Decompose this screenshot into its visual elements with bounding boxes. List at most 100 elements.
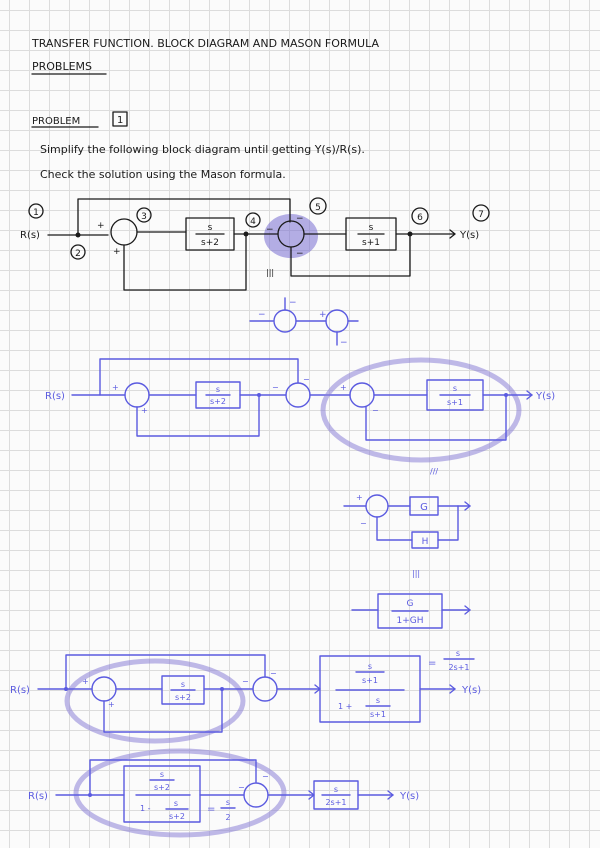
node-label-4: 4 bbox=[250, 217, 256, 227]
step4-reduced-numerator-den: s+2 bbox=[154, 783, 170, 792]
step2-summing-junction-2 bbox=[285, 382, 311, 408]
problem-number: 1 bbox=[117, 115, 123, 126]
step3-summing-junction-2 bbox=[252, 676, 278, 702]
sign-minus: − bbox=[296, 214, 304, 224]
step4-block2-numerator: s bbox=[334, 785, 338, 794]
svg-text:|||: ||| bbox=[412, 569, 420, 578]
svg-text:+: + bbox=[82, 677, 89, 686]
step4-output-label: Y(s) bbox=[399, 791, 419, 802]
summing-junction-1 bbox=[110, 218, 138, 246]
step4-reduced-numerator: s bbox=[160, 770, 164, 779]
svg-text:−: − bbox=[270, 669, 277, 678]
step3-input-label: R(s) bbox=[10, 685, 30, 696]
step4-result-numerator: s bbox=[226, 798, 230, 807]
generic-feedback-loop: G H + − ||| G 1+GH bbox=[343, 493, 471, 629]
block1-numerator: s bbox=[208, 223, 213, 233]
step4-equals: = bbox=[207, 804, 215, 815]
block-G-label: G bbox=[420, 502, 428, 513]
node-label-1: 1 bbox=[33, 208, 39, 218]
step3-block-s-over-s-plus-2 bbox=[161, 675, 205, 705]
step3-result-denominator: 2s+1 bbox=[448, 663, 469, 672]
step2-block1-numerator: s bbox=[216, 385, 220, 394]
block-H-label: H bbox=[422, 537, 429, 547]
step4-reduced-den-prefix: 1 - bbox=[140, 804, 151, 813]
svg-text:−: − bbox=[360, 519, 367, 528]
generic-result-numerator: G bbox=[407, 599, 414, 609]
svg-text:−: − bbox=[242, 677, 249, 686]
step3-block-diagram: R(s) s s+2 s s+1 1 + s s+1 Y(s) = s 2s+1… bbox=[10, 649, 481, 744]
block2-denominator: s+1 bbox=[362, 238, 380, 248]
svg-text:−: − bbox=[289, 298, 297, 308]
step3-reduced-numerator: s bbox=[368, 662, 372, 671]
node-label-2: 2 bbox=[75, 249, 81, 259]
svg-text:///: /// bbox=[430, 467, 438, 476]
sign-plus: + bbox=[113, 247, 121, 257]
svg-text:+: + bbox=[141, 406, 148, 415]
step4-reduced-den-den: s+2 bbox=[169, 812, 185, 821]
svg-text:−: − bbox=[340, 338, 348, 348]
step4-reduced-den-num: s bbox=[174, 799, 178, 808]
node-label-3: 3 bbox=[141, 212, 147, 222]
highlight-ring-inner-loop bbox=[320, 357, 522, 463]
block1-denominator: s+2 bbox=[201, 238, 219, 248]
feedback-wire-2 bbox=[290, 233, 411, 277]
feedback-wire-1 bbox=[123, 233, 247, 291]
node-label-circle bbox=[136, 207, 152, 223]
node-label-circle bbox=[309, 197, 327, 215]
step2-block2-numerator: s bbox=[453, 384, 457, 393]
svg-text:+: + bbox=[340, 383, 347, 392]
svg-text:−: − bbox=[258, 310, 266, 320]
generic-result-denominator: 1+GH bbox=[396, 616, 423, 626]
block2-numerator: s bbox=[369, 223, 374, 233]
problem-check: Check the solution using the Mason formu… bbox=[40, 168, 286, 181]
node-label-circle bbox=[28, 203, 44, 219]
step4-input-label: R(s) bbox=[28, 791, 48, 802]
highlight-node-5 bbox=[264, 214, 318, 258]
highlight-ring-step4 bbox=[73, 748, 287, 838]
step4-summing-junction bbox=[243, 782, 269, 808]
svg-text:+: + bbox=[356, 493, 363, 502]
node-label-circle bbox=[70, 244, 86, 260]
highlight-ring-first-loop bbox=[64, 658, 246, 744]
svg-text:−: − bbox=[238, 783, 245, 792]
step4-block-diagram: R(s) s s+2 1 - s s+2 = s 2 s 2s+1 Y(s) −… bbox=[28, 748, 419, 838]
sign-plus: + bbox=[97, 221, 105, 231]
generic-summing-junction bbox=[365, 494, 389, 518]
step2-summing-junction-1 bbox=[124, 382, 150, 408]
node-label-circle bbox=[411, 207, 429, 225]
step3-reduced-den-prefix: 1 + bbox=[338, 702, 352, 711]
problem-label: PROBLEM bbox=[32, 116, 80, 127]
step3-reduced-den-num: s bbox=[376, 696, 380, 705]
step2-summing-junction-3 bbox=[349, 382, 375, 408]
step3-equals: = bbox=[428, 658, 436, 669]
svg-text:−: − bbox=[372, 406, 379, 415]
node-label-5: 5 bbox=[315, 203, 321, 213]
step3-reduced-den-den: s+1 bbox=[370, 710, 386, 719]
step4-reduced-block bbox=[123, 765, 201, 823]
diagram1-input-label: R(s) bbox=[20, 230, 40, 241]
node-label-6: 6 bbox=[417, 213, 423, 223]
step3-block1-numerator: s bbox=[181, 680, 185, 689]
junction-split-sketch: − − + − bbox=[249, 297, 359, 348]
problem-number-box bbox=[112, 111, 128, 127]
step3-reduced-numerator-den: s+1 bbox=[362, 676, 378, 685]
step2-block2-denominator: s+1 bbox=[447, 398, 463, 407]
sign-minus: − bbox=[296, 249, 304, 259]
node-label-circle bbox=[245, 212, 261, 228]
svg-text:+: + bbox=[108, 700, 115, 709]
node-label-7: 7 bbox=[478, 210, 484, 220]
svg-text:+: + bbox=[319, 310, 327, 320]
feedforward-wire bbox=[77, 198, 291, 236]
svg-text:−: − bbox=[262, 772, 269, 781]
step2-output-label: Y(s) bbox=[535, 391, 555, 402]
sign-minus: − bbox=[266, 225, 274, 235]
step3-summing-junction-1 bbox=[91, 676, 117, 702]
svg-text:−: − bbox=[272, 383, 279, 392]
step2-block1-denominator: s+2 bbox=[210, 397, 226, 406]
step2-input-label: R(s) bbox=[45, 391, 65, 402]
equivalence-mark: ||| bbox=[266, 268, 274, 277]
page-subtitle: PROBLEMS bbox=[32, 60, 92, 73]
step3-result-numerator: s bbox=[456, 649, 460, 658]
svg-text:−: − bbox=[303, 375, 310, 384]
